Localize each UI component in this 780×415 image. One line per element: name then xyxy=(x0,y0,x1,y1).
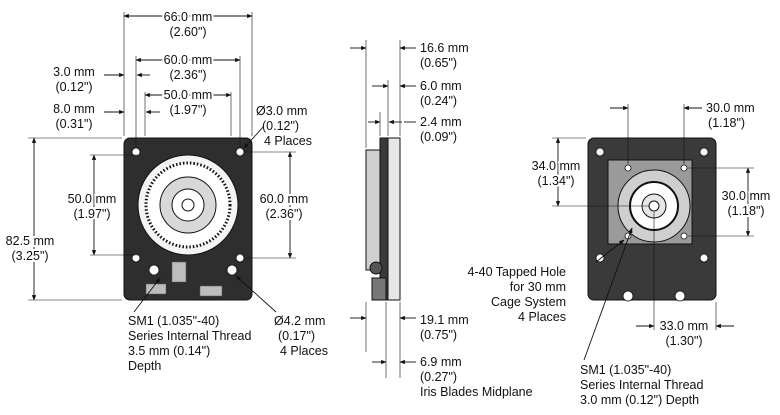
front-height-total-mm: 82.5 mm xyxy=(6,234,55,248)
back-lower-hole-r xyxy=(674,290,686,302)
side-plate xyxy=(387,137,401,301)
front-hole-height-mm: 60.0 mm xyxy=(260,192,309,206)
front-hole-height-in: (2.36") xyxy=(265,207,302,221)
front-component-c xyxy=(145,283,167,295)
front-width-outer-in: (2.60") xyxy=(169,25,206,39)
front-lower-hole-r xyxy=(226,264,238,276)
side-bottom-2-note: Iris Blades Midplane xyxy=(420,385,533,399)
side-bottom-2-mm: 6.9 mm xyxy=(420,355,462,369)
front-thread-line-2: Series Internal Thread xyxy=(128,329,251,343)
front-view: 66.0 mm (2.60") 60.0 mm (2.36") 50.0 mm … xyxy=(4,8,328,373)
front-lower-hole-dia-mm: Ø4.2 mm xyxy=(274,314,325,328)
back-cage-top-in: (1.34") xyxy=(537,174,574,188)
side-bottom-1-in: (0.75") xyxy=(420,328,457,342)
front-left-offset-1-mm: 3.0 mm xyxy=(53,65,95,79)
side-thickness-mid-in: (0.24") xyxy=(420,94,457,108)
back-mount-hole-br xyxy=(699,253,709,263)
back-cage-width-in: (1.18") xyxy=(708,116,745,130)
back-cage-width-mm: 30.0 mm xyxy=(706,101,755,115)
front-width-holes-mm: 60.0 mm xyxy=(164,53,213,67)
front-mount-hole-dia-mm: Ø3.0 mm xyxy=(256,104,307,118)
back-center-offset-mm: 33.0 mm xyxy=(660,319,709,333)
side-thickness-total-in: (0.65") xyxy=(420,56,457,70)
front-width-outer-mm: 66.0 mm xyxy=(164,10,213,24)
front-component-a xyxy=(171,261,187,283)
back-tapped-hole-br xyxy=(680,232,688,240)
back-cage-top-mm: 34.0 mm xyxy=(532,159,581,173)
front-mount-hole-tr xyxy=(235,147,245,157)
back-center-offset-in: (1.30") xyxy=(665,334,702,348)
front-lower-hole-dia-in: (0.17") xyxy=(278,329,315,343)
front-width-holes-in: (2.36") xyxy=(169,68,206,82)
back-tapped-line-2: for 30 mm xyxy=(510,280,566,294)
front-aperture-height-in: (1.97") xyxy=(73,207,110,221)
front-thread-line-3: 3.5 mm (0.14") xyxy=(128,344,210,358)
side-view: 16.6 mm (0.65") 6.0 mm (0.24") 2.4 mm (0… xyxy=(350,40,533,399)
front-left-offset-2-in: (0.31") xyxy=(55,117,92,131)
back-tapped-line-1: 4-40 Tapped Hole xyxy=(468,265,567,279)
side-iris-housing xyxy=(365,149,381,271)
back-view: 30.0 mm (1.18") 34.0 mm (1.34") 30.0 mm … xyxy=(468,101,773,407)
back-tapped-line-3: Cage System xyxy=(491,295,566,309)
back-cage-height-mm: 30.0 mm xyxy=(722,189,771,203)
side-lever-knob xyxy=(369,261,383,275)
front-mount-hole-bl xyxy=(131,253,141,263)
back-lower-hole-l xyxy=(622,290,634,302)
front-lower-hole-count: 4 Places xyxy=(280,344,328,358)
back-tapped-hole-tl xyxy=(624,164,632,172)
side-thickness-total-mm: 16.6 mm xyxy=(420,41,469,55)
front-mount-hole-count: 4 Places xyxy=(264,134,312,148)
back-mount-hole-tr xyxy=(699,147,709,157)
side-thickness-thin-in: (0.09") xyxy=(420,130,457,144)
front-aperture-center xyxy=(181,198,195,212)
side-bottom-2-in: (0.27") xyxy=(420,370,457,384)
back-thread-line-3: 3.0 mm (0.12") Depth xyxy=(580,393,699,407)
back-thread-line-1: SM1 (1.035"-40) xyxy=(580,363,671,377)
front-aperture-width-mm: 50.0 mm xyxy=(164,88,213,102)
front-thread-line-1: SM1 (1.035"-40) xyxy=(128,314,219,328)
front-aperture-width-in: (1.97") xyxy=(169,103,206,117)
back-thread-line-2: Series Internal Thread xyxy=(580,378,703,392)
back-aperture-center xyxy=(648,200,660,212)
front-mount-hole-br xyxy=(235,253,245,263)
side-thickness-mid-mm: 6.0 mm xyxy=(420,79,462,93)
back-tapped-line-4: 4 Places xyxy=(518,310,566,324)
front-height-total-in: (3.25") xyxy=(11,249,48,263)
back-mount-hole-tl xyxy=(595,147,605,157)
back-cage-height-in: (1.18") xyxy=(727,204,764,218)
side-bottom-1-mm: 19.1 mm xyxy=(420,313,469,327)
front-left-offset-1-in: (0.12") xyxy=(55,80,92,94)
front-aperture-height-mm: 50.0 mm xyxy=(68,192,117,206)
front-left-offset-2-mm: 8.0 mm xyxy=(53,102,95,116)
front-thread-line-4: Depth xyxy=(128,359,161,373)
front-component-b xyxy=(199,285,223,297)
side-board xyxy=(379,137,389,301)
side-connector xyxy=(371,277,387,301)
back-tapped-hole-tr xyxy=(680,164,688,172)
side-thickness-thin-mm: 2.4 mm xyxy=(420,115,462,129)
front-mount-hole-dia-in: (0.12") xyxy=(262,119,299,133)
front-lower-hole-l xyxy=(148,264,160,276)
